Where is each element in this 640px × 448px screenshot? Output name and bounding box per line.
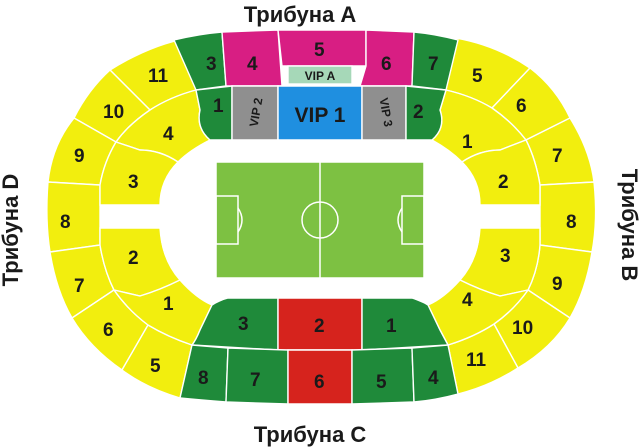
label-c-1: 1	[386, 316, 397, 337]
label-c-5: 5	[376, 372, 387, 393]
label-d-8: 8	[60, 212, 71, 233]
football-pitch	[215, 161, 425, 279]
label-d-4: 4	[163, 124, 174, 145]
label-c-6: 6	[314, 372, 325, 393]
label-b-9: 9	[552, 274, 563, 295]
label-vip-2: VIP 2	[247, 96, 266, 127]
label-c-8: 8	[198, 368, 209, 389]
label-b-4: 4	[462, 290, 473, 311]
label-b-7: 7	[552, 146, 563, 167]
label-b-3: 3	[500, 246, 511, 267]
passage-right	[480, 206, 520, 226]
stand-d-inner	[99, 89, 213, 346]
stand-a-title: Трибуна A	[244, 2, 357, 27]
label-d-6: 6	[103, 320, 114, 341]
passage-left	[120, 206, 160, 226]
label-b-8: 8	[566, 212, 577, 233]
label-a-5: 5	[314, 40, 325, 61]
label-c-7: 7	[250, 370, 261, 391]
label-d-2: 2	[128, 248, 139, 269]
label-d-10: 10	[103, 102, 124, 123]
stand-c-title: Трибуна C	[254, 422, 367, 447]
label-d-11: 11	[148, 66, 169, 87]
label-d-1: 1	[163, 294, 174, 315]
section-c-4[interactable]	[411, 344, 459, 403]
section-vip-a[interactable]	[287, 65, 353, 85]
section-b-4[interactable]	[427, 279, 530, 346]
label-a-1: 1	[213, 96, 224, 117]
label-a-3: 3	[206, 54, 217, 75]
stand-b-inner	[427, 89, 541, 346]
label-a-2: 2	[413, 102, 424, 123]
label-b-6: 6	[516, 96, 527, 117]
label-d-9: 9	[74, 146, 85, 167]
label-c-2: 2	[314, 316, 325, 337]
label-b-10: 10	[512, 318, 533, 339]
section-a-7[interactable]	[411, 31, 459, 91]
label-b-11: 11	[466, 350, 487, 371]
label-c-4: 4	[428, 368, 439, 389]
label-b-2: 2	[498, 172, 509, 193]
stand-c	[179, 297, 459, 405]
label-a-4: 4	[247, 54, 258, 75]
section-d-8[interactable]	[46, 181, 101, 253]
label-vip-a: VIP A	[305, 69, 336, 83]
label-d-3: 3	[128, 172, 139, 193]
stand-b-title: Трибуна B	[617, 169, 640, 282]
label-vip-3: VIP 3	[377, 97, 396, 128]
label-d-7: 7	[74, 276, 85, 297]
label-b-5: 5	[472, 66, 483, 87]
stand-a	[173, 29, 459, 141]
label-a-7: 7	[428, 54, 439, 75]
label-vip-1: VIP 1	[295, 104, 346, 127]
section-a-2[interactable]	[405, 85, 447, 141]
label-d-5: 5	[150, 356, 161, 377]
stand-d-title: Трибуна D	[0, 174, 23, 287]
label-c-3: 3	[238, 314, 249, 335]
label-a-6: 6	[381, 54, 392, 75]
label-b-1: 1	[462, 132, 473, 153]
